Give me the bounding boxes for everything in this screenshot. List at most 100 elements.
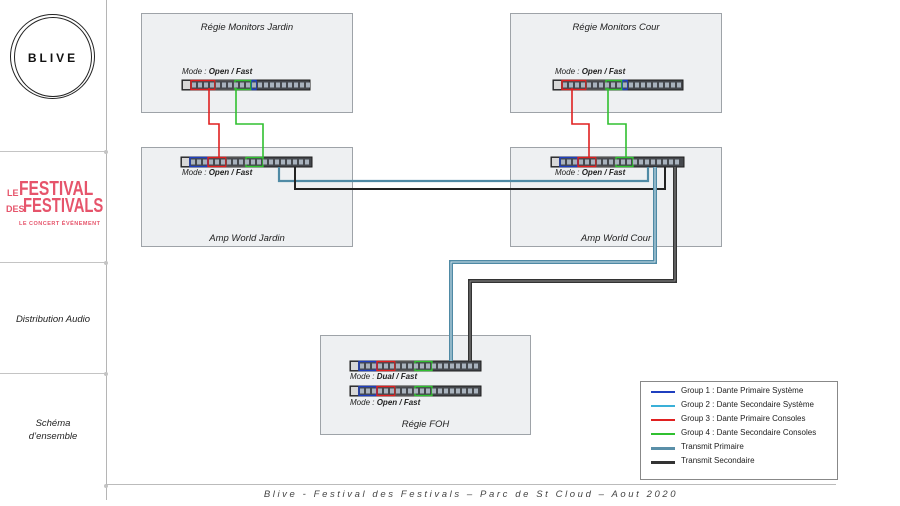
switch-port bbox=[191, 159, 195, 165]
switch-port bbox=[432, 388, 436, 394]
box-title: Régie FOH bbox=[401, 419, 450, 430]
legend-label: Group 1 : Dante Primaire Système bbox=[681, 386, 804, 395]
legend-swatch bbox=[651, 405, 675, 407]
switch-port bbox=[396, 363, 400, 369]
sidebar-node bbox=[104, 484, 108, 488]
box-monitors-cour: Régie Monitors Cour bbox=[510, 13, 722, 113]
switch-port bbox=[414, 363, 418, 369]
switch-port bbox=[276, 82, 280, 88]
switch-port bbox=[246, 82, 250, 88]
switch-port bbox=[438, 363, 442, 369]
mode-label-amp-jardin: Mode : Open / Fast bbox=[182, 168, 253, 177]
switch-port bbox=[621, 159, 625, 165]
switch-port bbox=[456, 388, 460, 394]
legend-label: Transmit Primaire bbox=[681, 442, 744, 451]
switch-port bbox=[306, 82, 310, 88]
switch-port bbox=[198, 82, 202, 88]
box-title: Régie Monitors Jardin bbox=[200, 22, 294, 33]
switch-port bbox=[581, 82, 585, 88]
sidebar-separator bbox=[0, 151, 106, 152]
switch-port bbox=[641, 82, 645, 88]
switch-port bbox=[360, 363, 364, 369]
switch-port bbox=[420, 388, 424, 394]
switch-port bbox=[669, 159, 673, 165]
legend-item-group1: Group 1 : Dante Primaire Système bbox=[641, 385, 837, 398]
switch-label-plate bbox=[552, 158, 559, 166]
switch-port bbox=[591, 159, 595, 165]
box-monitors-jardin: Régie Monitors Jardin bbox=[141, 13, 353, 113]
switch-port bbox=[240, 82, 244, 88]
section-schema-label-1: Schéma bbox=[35, 418, 71, 429]
switch-port bbox=[402, 363, 406, 369]
legend-swatch bbox=[651, 391, 675, 393]
legend-label: Transmit Secondaire bbox=[681, 456, 755, 465]
switch-port bbox=[378, 363, 382, 369]
footer-text: Blive - Festival des Festivals – Parc de… bbox=[263, 489, 679, 500]
switch-port bbox=[299, 159, 303, 165]
switch-port bbox=[264, 82, 268, 88]
switch-port bbox=[629, 82, 633, 88]
switch-label-plate bbox=[183, 81, 190, 89]
wire-group4-cour bbox=[607, 88, 627, 158]
switch-port bbox=[647, 82, 651, 88]
switch-port bbox=[635, 82, 639, 88]
wire-transmit-primaire-foh bbox=[449, 167, 657, 361]
switch-port bbox=[221, 159, 225, 165]
switch-port bbox=[657, 159, 661, 165]
port-group-outline bbox=[207, 156, 227, 168]
switch-port bbox=[677, 82, 681, 88]
switch-port bbox=[228, 82, 232, 88]
festival-logo-des: DES bbox=[6, 204, 25, 214]
switch-port bbox=[671, 82, 675, 88]
switch-port bbox=[210, 82, 214, 88]
sidebar-separator bbox=[0, 262, 106, 263]
switches-layer bbox=[180, 79, 685, 397]
switch-port bbox=[609, 159, 613, 165]
switch-port bbox=[270, 82, 274, 88]
section-distribution-label: Distribution Audio bbox=[15, 314, 91, 325]
switch-port bbox=[300, 82, 304, 88]
switch-port bbox=[209, 159, 213, 165]
festival-logo-le: LE bbox=[7, 188, 19, 198]
switch-port bbox=[561, 159, 565, 165]
switch-port bbox=[651, 159, 655, 165]
legend-swatch bbox=[651, 419, 675, 421]
legend: Group 1 : Dante Primaire Système Group 2… bbox=[640, 381, 838, 480]
mode-label-amp-cour: Mode : Open / Fast bbox=[555, 168, 626, 177]
switch-port bbox=[432, 363, 436, 369]
switch-port bbox=[360, 388, 364, 394]
legend-label: Group 2 : Dante Secondaire Système bbox=[681, 400, 814, 409]
switch-port bbox=[623, 82, 627, 88]
switch-port bbox=[234, 82, 238, 88]
port-group-outline bbox=[561, 79, 587, 91]
legend-item-group2: Group 2 : Dante Secondaire Système bbox=[641, 399, 837, 412]
switch-port bbox=[444, 388, 448, 394]
switch-port bbox=[281, 159, 285, 165]
switch-port bbox=[573, 159, 577, 165]
switch-port bbox=[402, 388, 406, 394]
switch-port bbox=[203, 159, 207, 165]
switch-port bbox=[372, 388, 376, 394]
legend-item-transmit-primaire: Transmit Primaire bbox=[641, 441, 837, 454]
blive-logo: BLIVE bbox=[10, 14, 96, 100]
switch-port bbox=[287, 159, 291, 165]
switch-port bbox=[468, 388, 472, 394]
switch-port bbox=[597, 159, 601, 165]
wire-transmit-secondaire-foh-inner bbox=[469, 167, 676, 361]
switch-port bbox=[615, 159, 619, 165]
switch-port bbox=[587, 82, 591, 88]
switch-port bbox=[192, 82, 196, 88]
switch-port bbox=[645, 159, 649, 165]
mode-label-foh-2: Mode : Open / Fast bbox=[350, 398, 421, 407]
switch-port bbox=[567, 159, 571, 165]
switch-port bbox=[275, 159, 279, 165]
switch-port bbox=[593, 82, 597, 88]
switch-port bbox=[215, 159, 219, 165]
switch-port bbox=[462, 388, 466, 394]
switch-port bbox=[366, 363, 370, 369]
switch-port bbox=[384, 363, 388, 369]
wire-group3-jardin bbox=[208, 88, 220, 158]
switch-port bbox=[665, 82, 669, 88]
switch-port bbox=[293, 159, 297, 165]
